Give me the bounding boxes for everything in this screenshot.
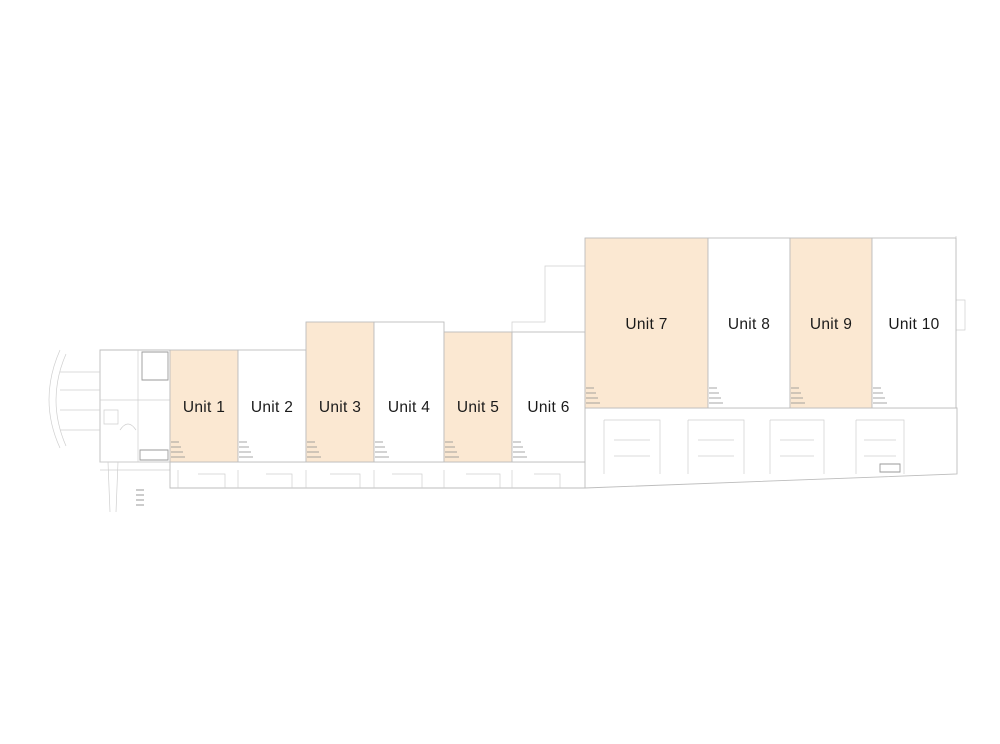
unit-10[interactable]: Unit 10 bbox=[871, 237, 957, 409]
unit-7-stair-icon bbox=[586, 387, 600, 404]
unit-7-area[interactable] bbox=[584, 237, 709, 409]
unit-4-area[interactable] bbox=[373, 321, 445, 463]
unit-10-label: Unit 10 bbox=[888, 316, 939, 333]
unit-1-area[interactable] bbox=[169, 349, 239, 463]
unit-6-stair-icon bbox=[513, 441, 527, 458]
unit-9-stair-icon bbox=[791, 387, 805, 404]
unit-10-stair-icon bbox=[873, 387, 887, 404]
unit-3-stair-icon bbox=[307, 441, 321, 458]
unit-5-area[interactable] bbox=[443, 331, 513, 463]
lobby-block bbox=[48, 349, 171, 513]
unit-9-label: Unit 9 bbox=[810, 316, 852, 333]
unit-6-label: Unit 6 bbox=[527, 399, 569, 416]
unit-2[interactable]: Unit 2 bbox=[237, 349, 307, 463]
unit-2-label: Unit 2 bbox=[251, 399, 293, 416]
front-strip bbox=[169, 461, 586, 489]
unit-8-label: Unit 8 bbox=[728, 316, 770, 333]
unit-10-area[interactable] bbox=[871, 237, 957, 409]
unit-9[interactable]: Unit 9 bbox=[789, 237, 873, 409]
unit-9-area[interactable] bbox=[789, 237, 873, 409]
unit-3[interactable]: Unit 3 bbox=[305, 321, 375, 463]
units-layer: Unit 1 Unit 2 Unit 3 Unit 4 Unit 5 Unit 6 Unit… bbox=[169, 237, 957, 463]
unit-7-label: Unit 7 bbox=[625, 316, 667, 333]
unit-2-area[interactable] bbox=[237, 349, 307, 463]
unit-6[interactable]: Unit 6 bbox=[511, 331, 586, 463]
unit-8[interactable]: Unit 8 bbox=[707, 237, 791, 409]
unit-4[interactable]: Unit 4 bbox=[373, 321, 445, 463]
unit-1-stair-icon bbox=[171, 441, 185, 458]
unit-1-label: Unit 1 bbox=[183, 399, 225, 416]
unit-1[interactable]: Unit 1 bbox=[169, 349, 239, 463]
unit-7[interactable]: Unit 7 bbox=[584, 237, 709, 409]
parking-strip bbox=[584, 407, 958, 489]
unit-5[interactable]: Unit 5 bbox=[443, 331, 513, 463]
unit-4-stair-icon bbox=[375, 441, 389, 458]
unit-3-label: Unit 3 bbox=[319, 399, 361, 416]
unit-3-area[interactable] bbox=[305, 321, 375, 463]
unit-5-stair-icon bbox=[445, 441, 459, 458]
unit-5-label: Unit 5 bbox=[457, 399, 499, 416]
unit-2-stair-icon bbox=[239, 441, 253, 458]
unit-4-label: Unit 4 bbox=[388, 399, 430, 416]
unit-6-area[interactable] bbox=[511, 331, 586, 463]
unit-8-stair-icon bbox=[709, 387, 723, 404]
